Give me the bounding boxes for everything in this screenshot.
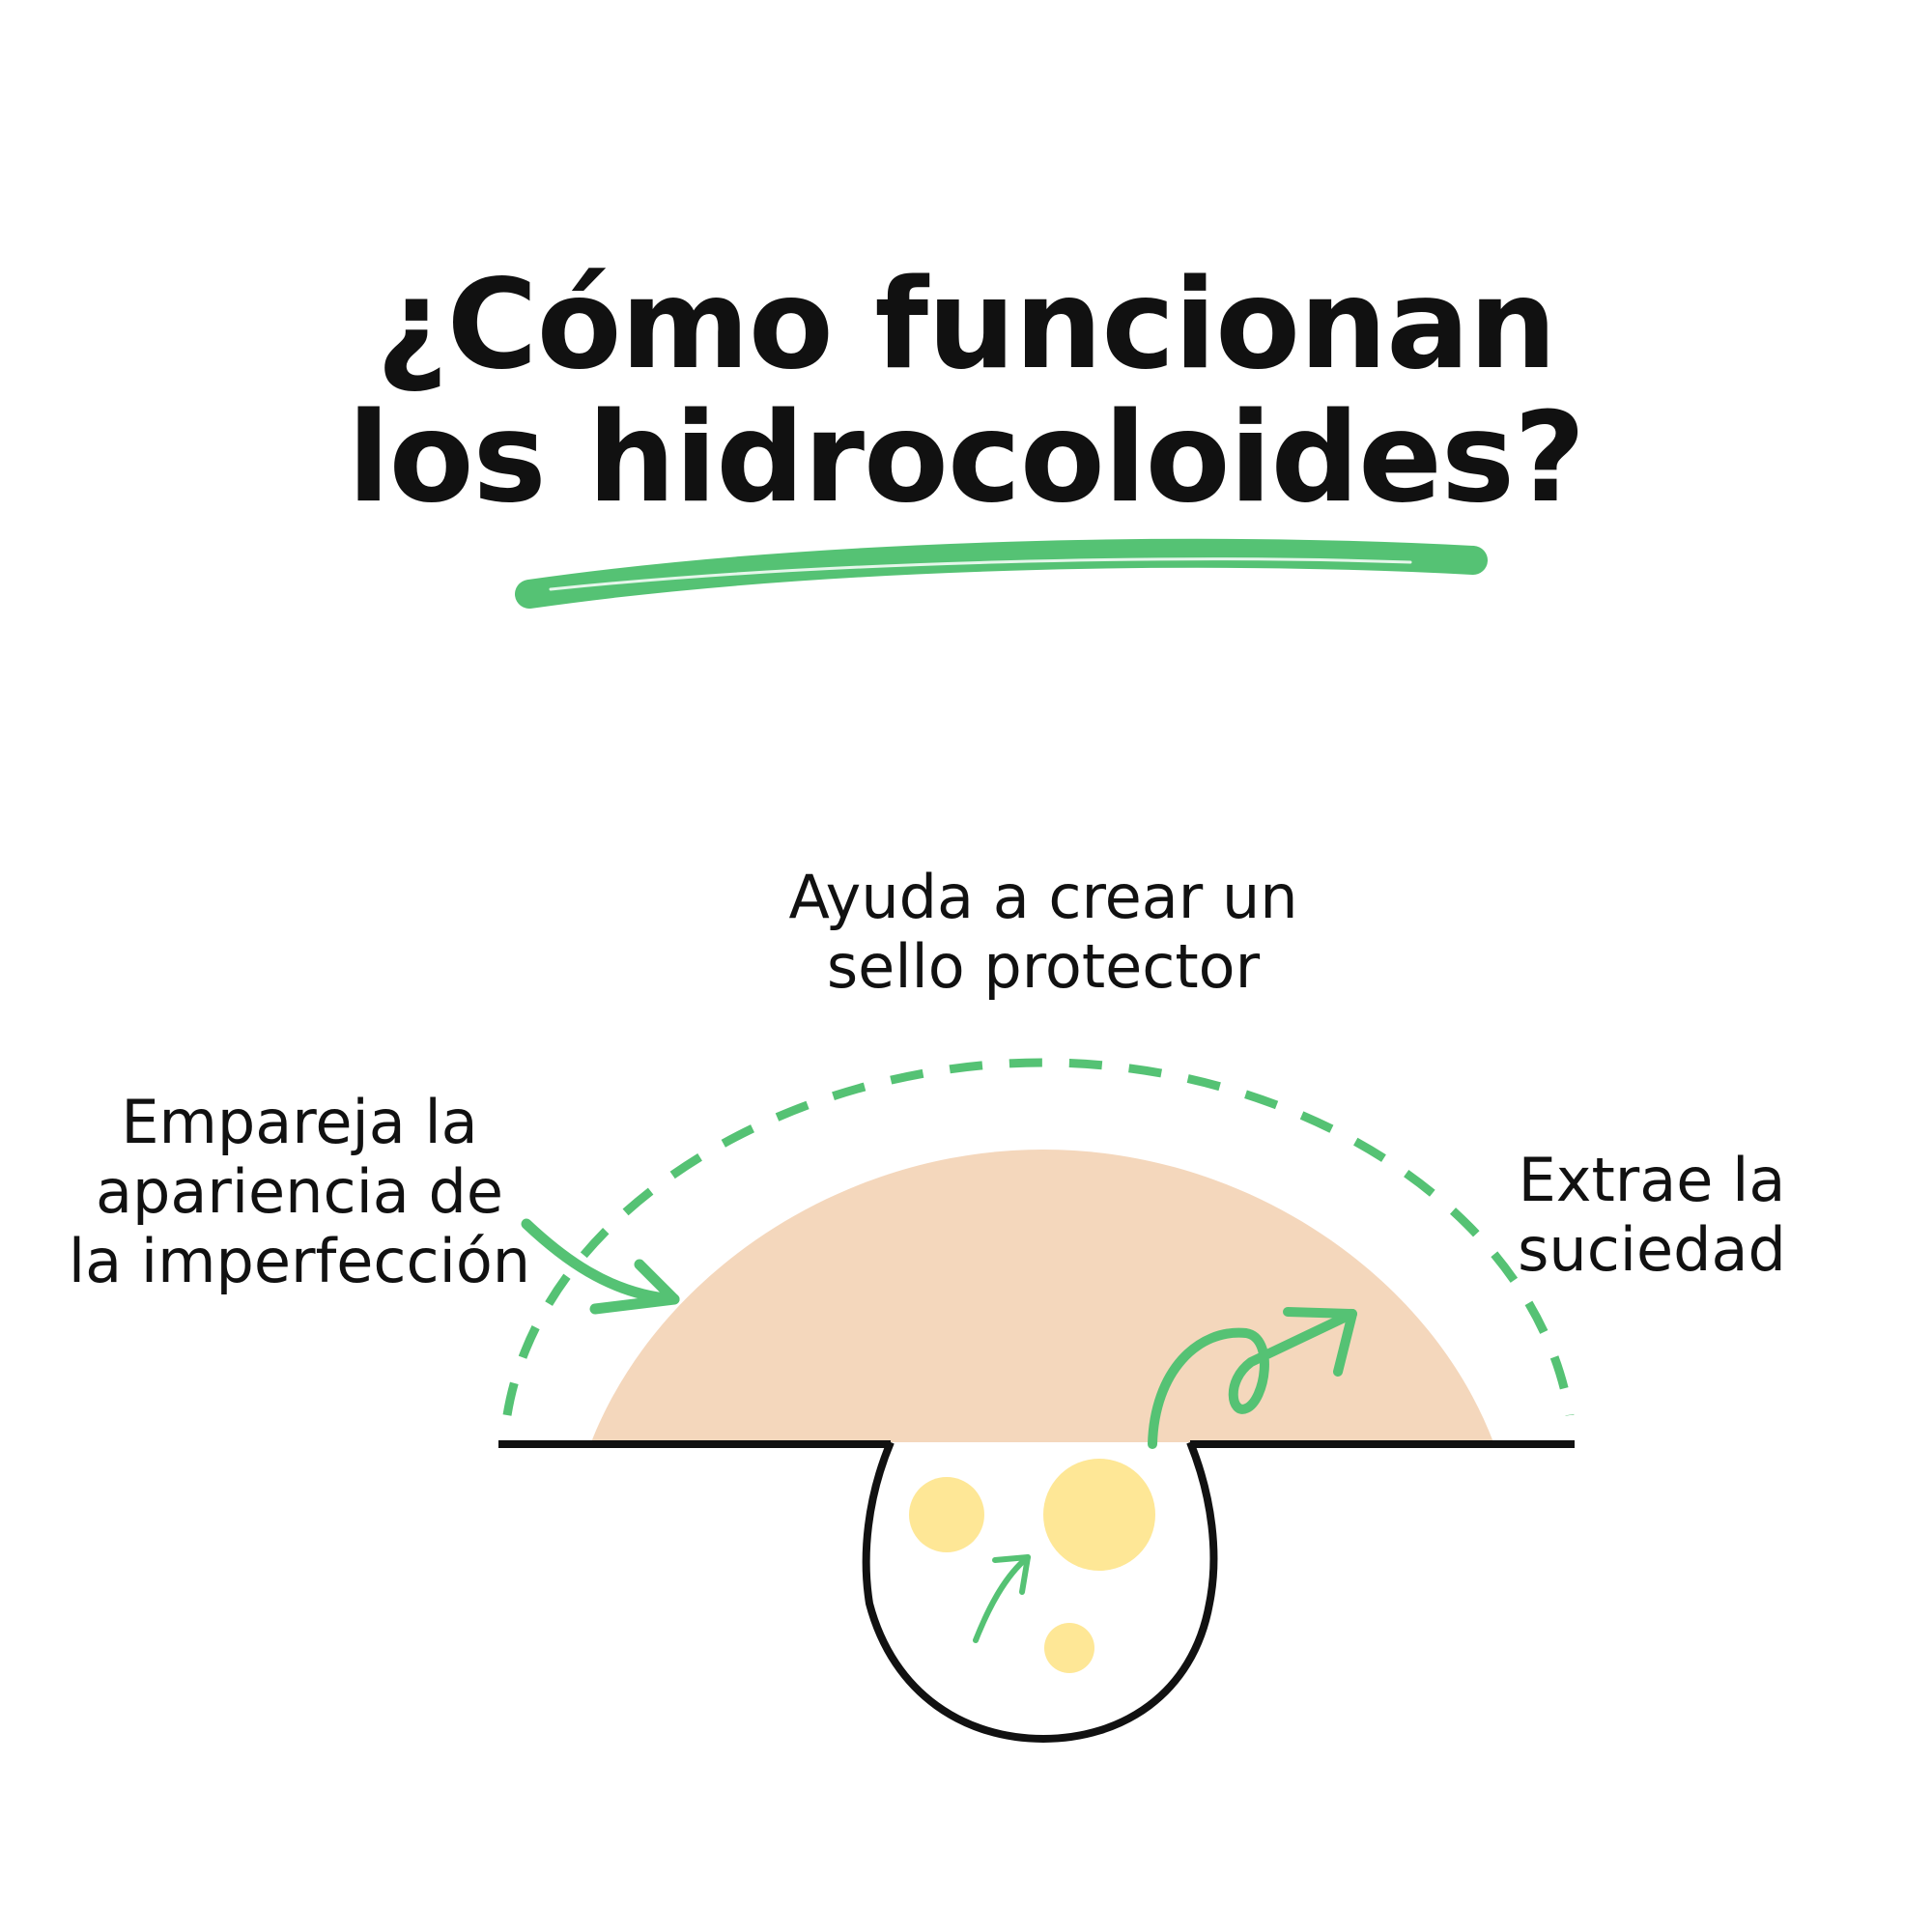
label-even-appearance-line-3: la imperfección xyxy=(39,1227,560,1296)
hydrocolloid-patch xyxy=(591,1150,1493,1442)
label-extract-dirt-line-1: Extrae la xyxy=(1488,1146,1816,1215)
label-extract-dirt: Extrae la suciedad xyxy=(1488,1146,1816,1285)
dirt-particle xyxy=(1044,1623,1094,1673)
label-extract-dirt-line-2: suciedad xyxy=(1488,1215,1816,1285)
dirt-particle xyxy=(909,1477,984,1552)
label-protective-seal: Ayuda a crear un sello protector xyxy=(763,863,1323,1002)
label-even-appearance-line-2: apariencia de xyxy=(39,1157,560,1227)
dirt-particle xyxy=(1043,1459,1155,1571)
label-even-appearance: Empareja la apariencia de la imperfecció… xyxy=(39,1088,560,1296)
label-protective-seal-line-2: sello protector xyxy=(763,932,1323,1002)
label-protective-seal-line-1: Ayuda a crear un xyxy=(763,863,1323,932)
pore-outline xyxy=(867,1442,1214,1739)
label-even-appearance-line-1: Empareja la xyxy=(39,1088,560,1157)
